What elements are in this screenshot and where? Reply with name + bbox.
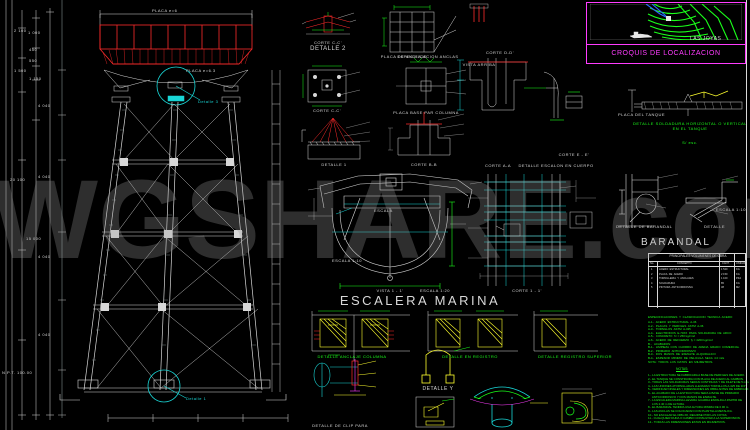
volumes-table-title: PRINCIPALES VOLUMENES DE OBRA xyxy=(669,254,727,258)
volumes-row-unidad: KG xyxy=(736,268,740,271)
volumes-row-cant: 2 150 xyxy=(721,272,728,276)
label-placa-base-columna: PLACA BASE PAR COLUMNA xyxy=(393,110,459,115)
label-placa-anclaje: PLACA DE ANCLAJE xyxy=(380,54,428,59)
bottom-details-drawings xyxy=(311,310,607,428)
label-detalle-escalon: DETALLE ESCALON EN CUERPO xyxy=(518,163,594,168)
notes-header: ESPECIFICACIONES Y CLASIFICACION TECNICA… xyxy=(648,315,733,319)
volumes-col-cant: CANT. xyxy=(722,262,730,265)
elev-dim-4040-c: 4 040 xyxy=(38,254,51,259)
elev-dim-4040-d: 4 040 xyxy=(38,332,51,337)
detail-callout-1: Detalle 1 xyxy=(186,396,207,401)
escalera-marina-title: ESCALERA MARINA xyxy=(339,293,501,308)
label-corte-ee: CORTE E - E' xyxy=(558,152,590,157)
escalera-callout-escala: ESCALA xyxy=(374,208,393,213)
barandal-scale-label: ESCALA 1:10 xyxy=(716,207,746,212)
elev-dim-4040-a: 4 040 xyxy=(38,103,51,108)
escalera-vista-label: VISTA 1 - 1' xyxy=(376,288,404,293)
label-detalle-2: DETALLE 2 xyxy=(310,46,346,52)
elev-dim-550: 550 xyxy=(29,58,38,63)
elev-dim-4040-b: 4 040 xyxy=(38,174,51,179)
bottom-detail-title-4: DETALLE Y xyxy=(422,386,454,392)
elev-dim-15000: 15 000 xyxy=(26,236,42,241)
volumes-table: PRINCIPALES VOLUMENES DE OBRA No. CONCEP… xyxy=(648,253,747,308)
elev-dim-1500: 1 500 xyxy=(14,68,27,73)
locator-place-label: LAS JOYAS xyxy=(690,36,722,42)
volumes-row-unidad: PZA xyxy=(736,277,742,281)
label-corte-cc: CORTE C-C' xyxy=(313,108,341,113)
tower-elevation-drawing xyxy=(5,0,289,430)
weld-detail-title: DETALLE SOLDADURA HORIZONTAL O VERTICAL … xyxy=(632,121,748,131)
escalera-corte-label: CORTE 1 - 1' xyxy=(512,288,542,293)
locator-box xyxy=(586,2,746,64)
top-details-drawings xyxy=(301,3,583,160)
bottom-detail-title-2: DETALLE EN REGISTRO xyxy=(442,354,498,359)
label-corte-cc-top: CORTE C-C' xyxy=(314,40,342,45)
barandal-title: BARANDAL xyxy=(641,237,711,248)
volumes-row-cant: 1 520 xyxy=(721,268,728,271)
notes-note-lines: 1.- LA ESTRUCTURA SE FABRICARA A BASE DE… xyxy=(648,373,750,424)
label-vista-arriba: VISTA ARRIBA xyxy=(462,62,496,67)
tank-plate-label-2: PLACA e=6.3 xyxy=(186,68,216,73)
label-corte-dd: CORTE D-D' xyxy=(486,50,514,55)
volumes-row-cant: 38 xyxy=(721,286,724,290)
detail-callout-3: Detalle 3 xyxy=(198,99,219,104)
weld-detail-drawing xyxy=(628,89,743,116)
elev-dim-2100: 2 100 xyxy=(14,28,27,33)
volumes-row-cant: 1 100 xyxy=(721,277,728,281)
locator-title: CROQUIS DE LOCALIZACION xyxy=(611,50,721,57)
volumes-col-no: No. xyxy=(650,262,655,265)
notes-block: ESPECIFICACIONES Y CLASIFICACION TECNICA… xyxy=(648,315,750,426)
weld-detail-scale: S/ esc. xyxy=(682,140,698,145)
label-corte-bb: CORTE B-B xyxy=(410,162,438,167)
volumes-row-concepto: PINTURA ANTICORROSIVA xyxy=(659,286,693,290)
locator-map xyxy=(590,4,742,40)
notes-title: NOTAS: xyxy=(676,367,689,371)
volumes-row-unidad: KG xyxy=(736,281,740,285)
escalera-marina-drawing xyxy=(307,173,596,289)
volumes-row-no: 4 xyxy=(651,281,653,285)
tank-plate-label-1: PLACA e=6 xyxy=(152,8,178,13)
label-corte-aa: CORTE A-A xyxy=(485,163,511,168)
volumes-row-unidad: M2 xyxy=(736,286,740,290)
volumes-row-no: 1 xyxy=(651,268,653,271)
volumes-col-concepto: CONCEPTO xyxy=(677,262,692,265)
locator-title-bar xyxy=(586,44,746,62)
escalera-escala-note: ESCALA 1:10 xyxy=(332,258,362,263)
bottom-detail-title-5: DETALLE DE CLIP PARA xyxy=(312,423,368,428)
notes-spec-lines: A-1.- ACERO ESTRUCTURAL A-36 A-2.- PLACA… xyxy=(648,320,740,364)
barandal-detail-right-label: DETALLE xyxy=(704,224,725,229)
notes-right-border xyxy=(746,0,747,430)
bottom-detail-title-3: DETALLE REGISTRO SUPERIOR xyxy=(538,354,612,359)
volumes-row-no: 2 xyxy=(651,272,653,276)
elev-dim-20100: 20 100 xyxy=(10,177,26,182)
elev-dim-1000: 1 000 xyxy=(28,30,41,35)
volumes-row-cant: 85 xyxy=(721,281,724,285)
volumes-row-no: 3 xyxy=(651,277,653,281)
barandal-drawing xyxy=(618,173,739,228)
volumes-row-concepto: ACERO ESTRUCTURAL xyxy=(659,268,689,271)
label-espec-anclas: ESPECIFICACION ANCLAS xyxy=(397,54,459,59)
elev-dim-450: 450 xyxy=(29,47,38,52)
volumes-row-concepto: TORNILLERIA Y ANCLAJES xyxy=(659,277,694,281)
volumes-row-unidad: KG xyxy=(736,272,740,276)
volumes-row-concepto: SOLDADURA xyxy=(659,281,676,285)
volumes-col-unidad: UNIDAD xyxy=(736,262,746,265)
escalera-escala-left: ESCALA 1:20 xyxy=(420,288,450,293)
elev-npt-label: N.P.T. 100.00 xyxy=(2,370,33,375)
weld-plate-note: PLACA DEL TANQUE xyxy=(618,112,666,117)
volumes-row-concepto: PLACA DE ACERO xyxy=(659,272,683,276)
barandal-detail-left-label: DETALLE DE BARANDAL xyxy=(616,224,673,229)
volumes-row-no: 5 xyxy=(651,286,653,290)
label-detalle-1-det: DETALLE 1 xyxy=(321,162,347,167)
bottom-detail-title-1: DETALLE ANCLAJE COLUMNA xyxy=(317,354,387,359)
elev-dim-1150: 1 150 xyxy=(29,76,42,81)
